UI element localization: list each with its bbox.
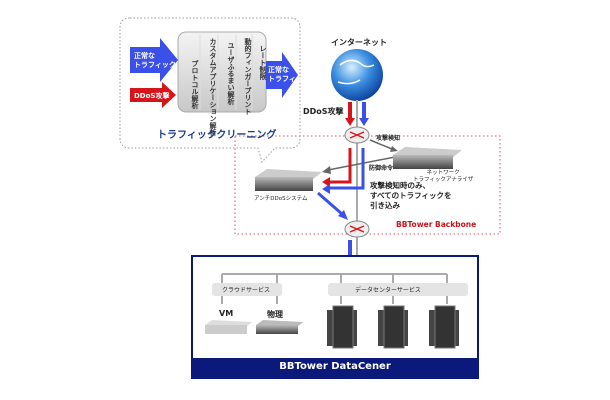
analyzer-label: ネットワークトラフィックアナライザ xyxy=(413,170,474,183)
redirect-note: 攻撃検知時のみ、すべてのトラフィックを引き込み xyxy=(370,181,452,210)
analyzer-server-icon xyxy=(393,147,462,169)
stage-custom-app: カスタムアプリケーション解析 xyxy=(209,38,217,136)
output-normal-label: 正常なトラフィック xyxy=(268,66,310,83)
physical-server-icon xyxy=(256,320,303,334)
rack-server-icon xyxy=(378,305,408,349)
input-ddos-label: DDoS攻撃 xyxy=(134,92,170,100)
stage-rate-limit: レート制限 xyxy=(259,45,267,80)
ddos-redirect-arrow xyxy=(328,148,352,184)
router-icon xyxy=(344,220,370,238)
globe-icon xyxy=(331,49,383,101)
cleaning-title: トラフィッククリーニング xyxy=(157,130,277,141)
vm-server-icon xyxy=(205,320,252,334)
stage-fingerprint: 動的フィンガープリント xyxy=(244,38,252,115)
datacenter-label: BBTower DataCener xyxy=(279,361,391,372)
anti-ddos-label: アンチDDoSシステム xyxy=(254,196,308,202)
normal-output-arrow xyxy=(266,52,298,98)
anti-ddos-server-icon xyxy=(255,169,322,191)
physical-label: 物理 xyxy=(267,310,283,319)
normal-down-arrow xyxy=(359,102,369,126)
ddos-label: DDoS攻撃 xyxy=(303,107,344,116)
detect-label: 攻撃検知 xyxy=(376,135,401,142)
rack-server-icon xyxy=(327,305,357,349)
rack-server-icon xyxy=(429,305,459,349)
normal-redirect-arrow xyxy=(328,148,365,190)
return-arrow xyxy=(317,191,343,216)
detect-arrow xyxy=(369,139,393,150)
cloud-services-label: クラウドサービス xyxy=(222,287,271,294)
router-icon xyxy=(344,126,370,144)
ddos-input-arrow xyxy=(130,82,176,108)
stage-user-behavior: ユーザふるまい解析 xyxy=(227,42,235,105)
normal-input-arrow xyxy=(130,38,178,82)
internet-label: インターネット xyxy=(331,38,387,47)
dc-services-label: データセンターサービス xyxy=(355,287,421,294)
input-normal-label: 正常なトラフィック xyxy=(134,52,176,69)
defense-label: 防御命令 xyxy=(369,165,394,172)
backbone-label: BBTower Backbone xyxy=(396,220,477,229)
vm-label: VM xyxy=(219,309,234,318)
ddos-down-arrow xyxy=(345,102,355,126)
stage-protocol: プロトコル解析 xyxy=(191,60,199,109)
